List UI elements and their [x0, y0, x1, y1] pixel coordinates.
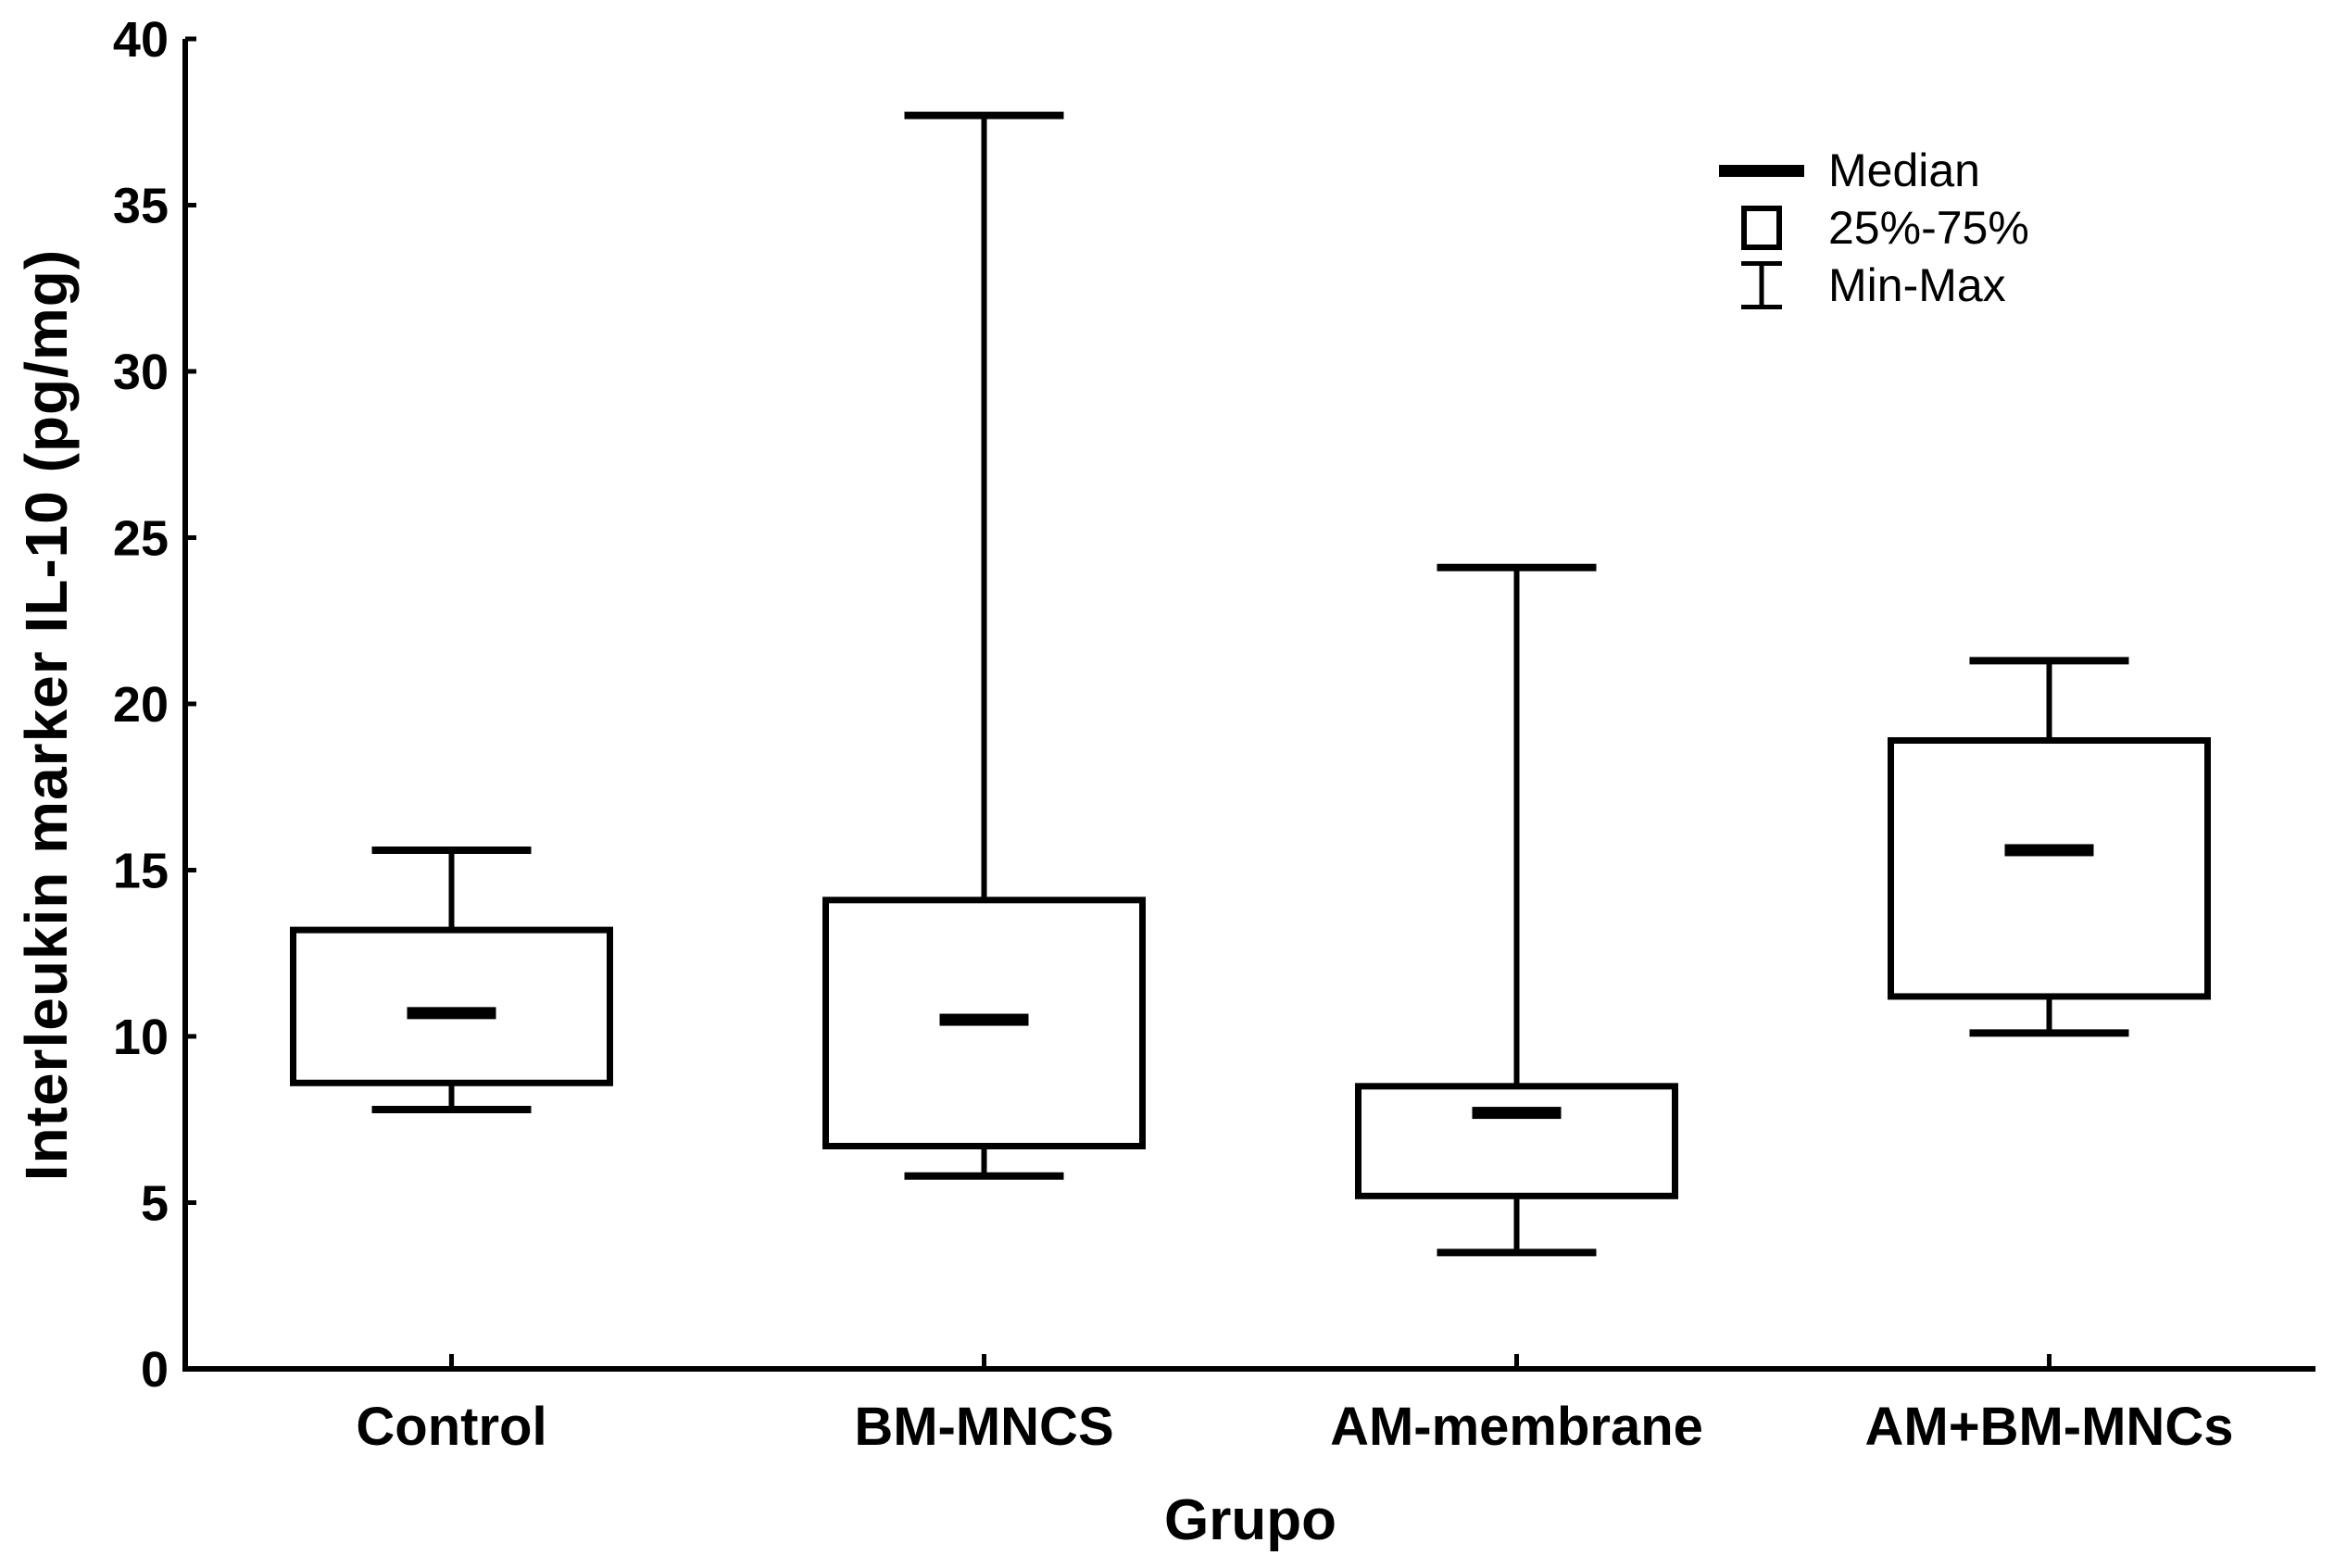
median-bar: [407, 1007, 496, 1020]
legend-symbol-cell: [1719, 164, 1804, 177]
y-tick-label: 5: [141, 1175, 169, 1231]
legend-item-minmax: Min-Max: [1719, 259, 2029, 311]
iqr-box: [1355, 1083, 1678, 1199]
x-tick-label: Control: [356, 1397, 546, 1457]
iqr-box-icon: [1741, 206, 1782, 250]
legend-symbol-cell: [1719, 206, 1804, 250]
median-bar: [1472, 1107, 1562, 1120]
x-tick-label: BM-MNCS: [854, 1397, 1113, 1457]
y-tick-label: 10: [113, 1010, 169, 1065]
legend: Median 25%-75% Min-Max: [1719, 144, 2029, 311]
y-tick-label: 40: [113, 12, 169, 68]
x-tick-label: AM+BM-MNCs: [1865, 1397, 2234, 1457]
legend-item-iqr: 25%-75%: [1719, 202, 2029, 254]
y-tick-label: 25: [113, 510, 169, 566]
iqr-box: [1888, 736, 2211, 1000]
legend-label-iqr: 25%-75%: [1828, 202, 2029, 254]
y-tick-label: 30: [113, 345, 169, 400]
legend-label-median: Median: [1828, 144, 1980, 196]
median-bar: [2004, 844, 2094, 857]
x-tick-label: AM-membrane: [1330, 1397, 1703, 1457]
median-line-icon: [1719, 164, 1804, 177]
whisker-stem: [1759, 261, 1764, 309]
y-axis-title: Interleukin marker IL-10 (pg/mg): [13, 248, 80, 1182]
y-tick-label: 0: [141, 1342, 169, 1398]
y-tick-label: 15: [113, 843, 169, 898]
iqr-box: [290, 926, 613, 1086]
x-axis-title: Grupo: [1164, 1488, 1336, 1552]
minmax-whisker-icon: [1741, 261, 1782, 309]
median-bar: [939, 1013, 1029, 1026]
legend-symbol-cell: [1719, 261, 1804, 309]
y-tick-label: 20: [113, 677, 169, 733]
legend-item-median: Median: [1719, 144, 2029, 196]
legend-label-minmax: Min-Max: [1828, 259, 2006, 311]
y-tick-label: 35: [113, 178, 169, 233]
